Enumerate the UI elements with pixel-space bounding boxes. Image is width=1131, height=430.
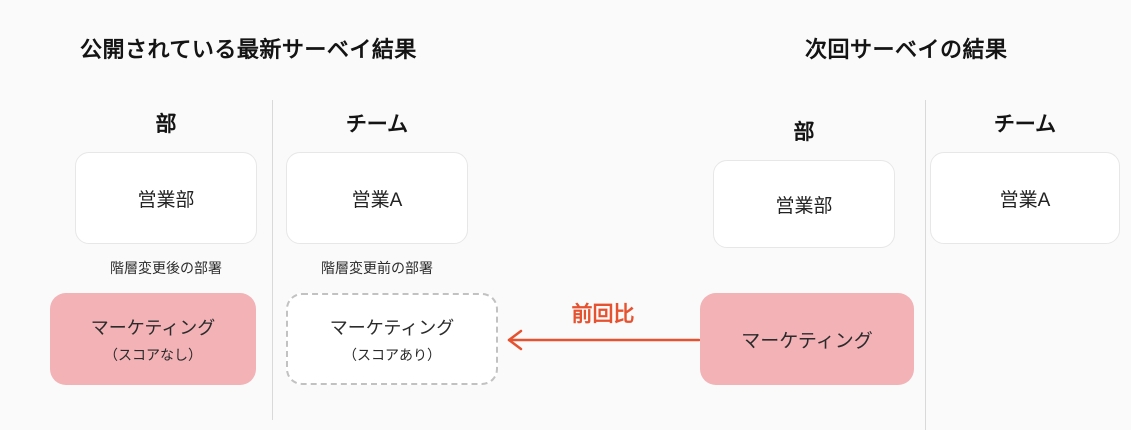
left-dept-pink-card-subtitle: （スコアなし） bbox=[104, 346, 202, 363]
right-dept-pink-card: マーケティング bbox=[700, 293, 914, 385]
left-dept-header: 部 bbox=[155, 113, 177, 136]
left-team-note: 階層変更前の部署 bbox=[321, 260, 433, 276]
left-team-card: 営業A bbox=[286, 152, 468, 244]
right-dept-header: 部 bbox=[793, 121, 815, 144]
right-dept-pink-card-title: マーケティング bbox=[741, 330, 873, 352]
left-team-header: チーム bbox=[345, 113, 409, 136]
right-section-title: 次回サーベイの結果 bbox=[805, 37, 1008, 62]
left-column-divider bbox=[272, 100, 273, 420]
comparison-label: 前回比 bbox=[571, 303, 635, 326]
left-dept-pink-card: マーケティング （スコアなし） bbox=[50, 293, 256, 385]
right-column-divider bbox=[925, 100, 926, 430]
left-dept-pink-card-title: マーケティング bbox=[90, 317, 216, 338]
left-section-title: 公開されている最新サーベイ結果 bbox=[80, 37, 417, 62]
left-team-dashed-card-subtitle: （スコアあり） bbox=[343, 346, 441, 363]
arrow-left-icon bbox=[503, 326, 703, 354]
right-team-card: 営業A bbox=[930, 152, 1120, 244]
right-team-header: チーム bbox=[993, 113, 1057, 136]
left-team-dashed-card-title: マーケティング bbox=[329, 317, 455, 338]
left-team-dashed-card: マーケティング （スコアあり） bbox=[286, 293, 498, 385]
left-dept-card: 営業部 bbox=[75, 152, 257, 244]
right-dept-card: 営業部 bbox=[713, 160, 895, 248]
left-dept-note: 階層変更後の部署 bbox=[110, 260, 222, 276]
